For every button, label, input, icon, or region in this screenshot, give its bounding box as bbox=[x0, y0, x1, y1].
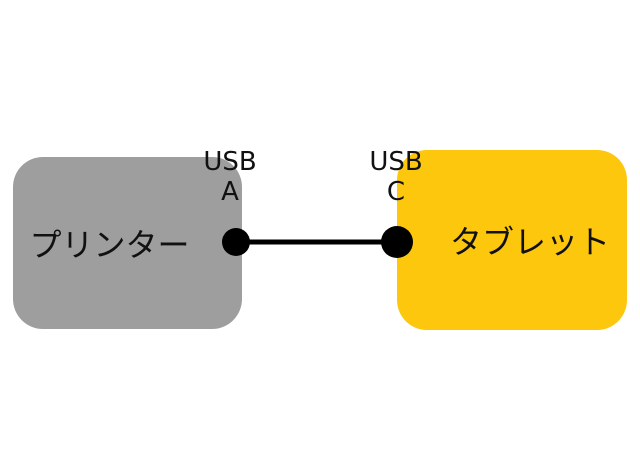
usb-a-label-line1: USB bbox=[203, 147, 257, 177]
usb-a-label-line2: A bbox=[221, 177, 239, 207]
usb-a-port-label: USB A bbox=[190, 147, 270, 207]
usb-a-connector bbox=[222, 228, 250, 256]
printer-box: プリンター bbox=[13, 157, 242, 329]
tablet-box: タブレット bbox=[397, 150, 627, 330]
usb-c-label-line1: USB bbox=[369, 147, 423, 177]
usb-c-port-label: USB C bbox=[356, 147, 436, 207]
tablet-label: タブレット bbox=[449, 223, 610, 261]
usb-c-label-line2: C bbox=[386, 177, 406, 207]
usb-c-connector bbox=[381, 226, 413, 258]
printer-label: プリンター bbox=[29, 226, 190, 264]
